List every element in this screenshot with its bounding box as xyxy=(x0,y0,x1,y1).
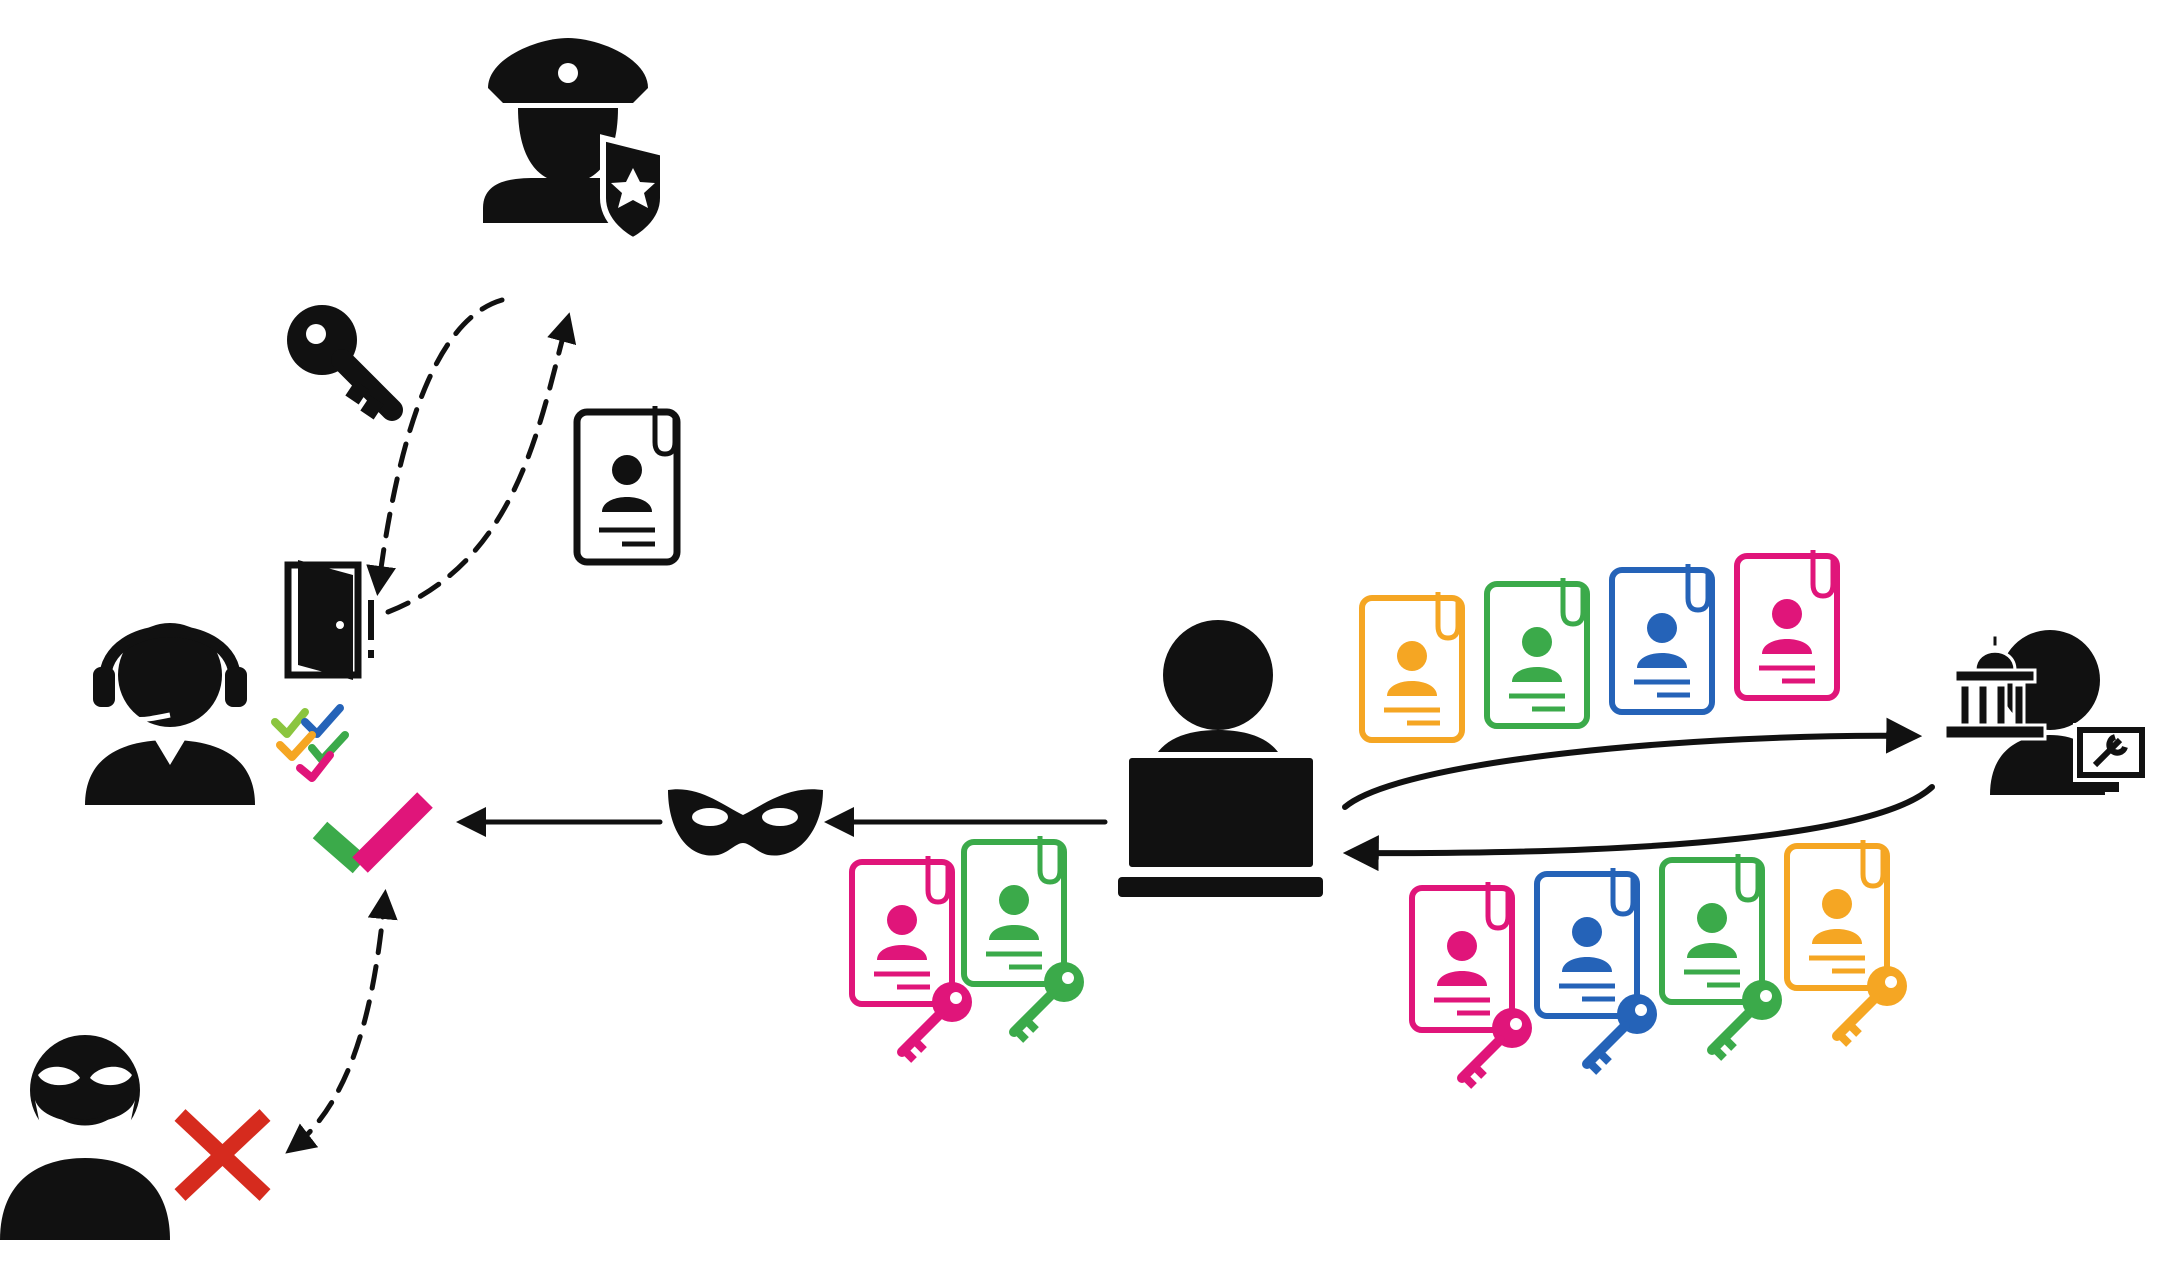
arrow-door-to-police xyxy=(385,312,577,615)
government-official-icon xyxy=(1943,630,2149,795)
credential-key-icon xyxy=(1457,1008,1532,1089)
credential-card-icon xyxy=(1609,564,1715,715)
issued-credentials xyxy=(1409,840,1907,1089)
arrow-issuer-to-user xyxy=(1342,784,1935,872)
police-officer-icon xyxy=(483,38,666,244)
credential-card-icon xyxy=(961,836,1084,1043)
call-center-agent-icon xyxy=(85,623,255,805)
credential-card-icon xyxy=(1534,868,1657,1075)
flow-arrows xyxy=(285,297,1935,1154)
credential-card-icon xyxy=(1734,550,1840,701)
arrow-user-to-issuer xyxy=(1342,717,1923,810)
credential-card-icon xyxy=(1359,592,1465,743)
credential-card-icon xyxy=(1784,840,1907,1047)
arrow-check-attacker xyxy=(285,889,398,1154)
credential-card-icon xyxy=(1659,854,1782,1061)
credential-card-icon xyxy=(1409,882,1532,1089)
presented-credentials xyxy=(849,836,1084,1063)
credential-key-icon xyxy=(1832,966,1907,1047)
credential-key-icon xyxy=(1582,994,1657,1075)
arrow-police-to-door xyxy=(366,297,505,596)
requested-credentials xyxy=(1359,550,1840,743)
check-icon xyxy=(312,792,433,874)
attributes-check-icon xyxy=(271,704,349,782)
masked-thief-icon xyxy=(0,1035,170,1240)
capitol-building-icon xyxy=(1943,633,2047,741)
credential-card-icon xyxy=(1484,578,1590,729)
credential-key-icon xyxy=(1009,962,1084,1043)
cross-icon xyxy=(174,1109,271,1201)
monitor-wrench-icon xyxy=(2073,723,2149,792)
id-card-icon xyxy=(573,406,681,566)
mask-icon xyxy=(668,789,823,856)
credential-card-icon xyxy=(849,856,972,1063)
credential-key-icon xyxy=(1707,980,1782,1061)
key-icon xyxy=(287,305,403,421)
laptop-user-icon xyxy=(1118,620,1323,897)
door-icon xyxy=(284,560,374,680)
credential-key-icon xyxy=(897,982,972,1063)
